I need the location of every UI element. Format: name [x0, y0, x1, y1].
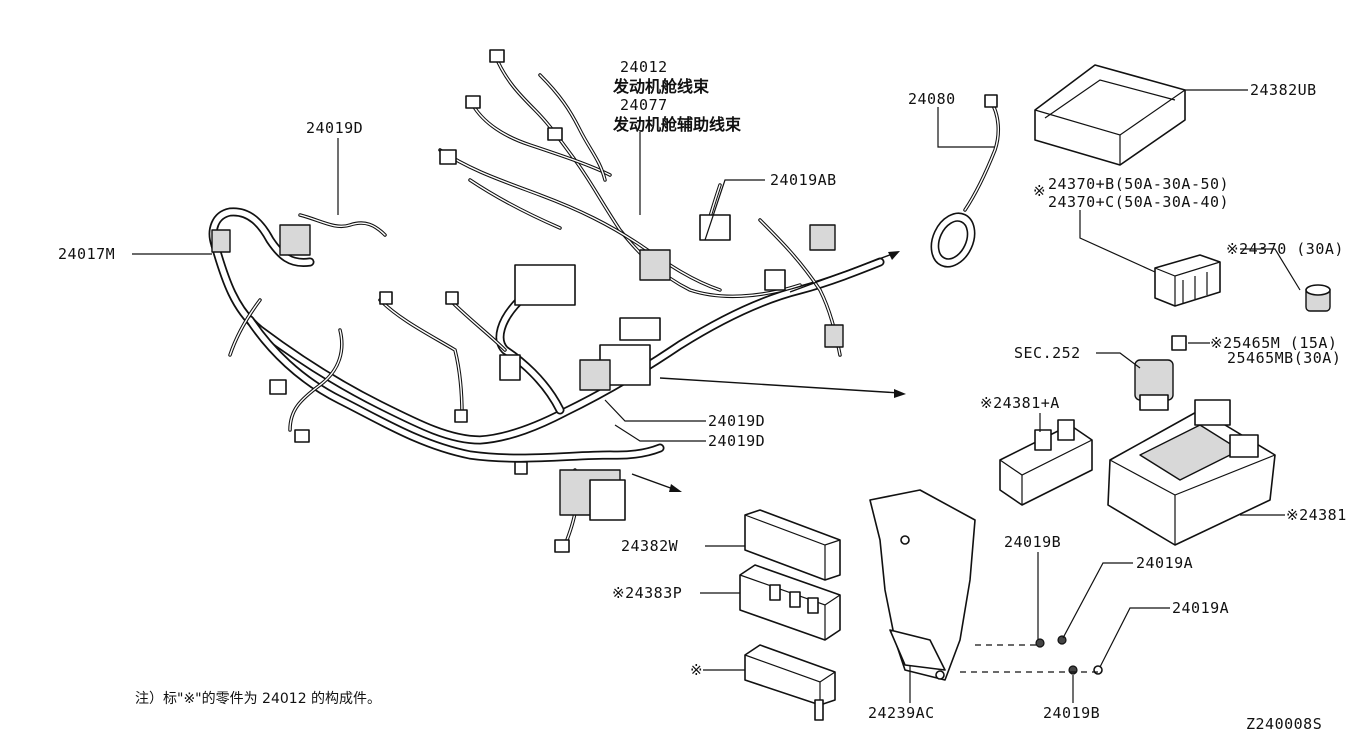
label-24019B-top: 24019B	[1004, 533, 1061, 551]
part-25465M-drawing	[1171, 335, 1187, 351]
label-24080: 24080	[908, 90, 956, 108]
label-star-holder: ※	[690, 661, 703, 679]
label-24019B-bottom: 24019B	[1043, 704, 1100, 722]
label-24381A: ※24381+A	[980, 394, 1060, 412]
relay-sec252-drawing	[1134, 359, 1174, 411]
label-24370B: 24370+B(50A-30A-50)	[1048, 175, 1229, 193]
label-24019A-2: 24019A	[1172, 599, 1229, 617]
label-24381: ※24381	[1286, 506, 1347, 524]
part-24382UB-drawing	[1034, 64, 1186, 166]
part-24381A-drawing	[999, 419, 1093, 506]
label-24382UB: 24382UB	[1250, 81, 1317, 99]
label-24382W: 24382W	[621, 537, 679, 555]
part-24370-drawing	[1305, 284, 1331, 312]
engine-room-harness-drawing	[208, 49, 885, 553]
part-24383P-drawing	[739, 564, 841, 641]
label-25465M: ※25465M (15A)	[1210, 334, 1337, 352]
label-24383P: ※24383P	[612, 584, 682, 602]
label-25465MB: 25465MB(30A)	[1227, 349, 1341, 367]
part-24239AC-drawing	[869, 489, 976, 681]
leader-lines	[132, 89, 1301, 703]
label-24019D-b: 24019D	[708, 432, 765, 450]
label-24012: 24012	[620, 58, 668, 76]
label-24077-cn: 发动机舱辅助线束	[612, 115, 742, 134]
label-24370: ※24370 (30A)	[1226, 240, 1344, 258]
part-24382W-drawing	[744, 509, 841, 581]
part-24370-BC-drawing	[1154, 254, 1221, 307]
part-24080-drawing	[930, 94, 1001, 268]
label-24370C: 24370+C(50A-30A-40)	[1048, 193, 1229, 211]
label-24239AC: 24239AC	[868, 704, 935, 722]
label-24012-cn: 发动机舱线束	[612, 77, 710, 96]
footnote: 注）标"※"的零件为 24012 的构成件。	[135, 691, 381, 707]
part-star-holder-drawing	[744, 644, 836, 721]
label-sec252: SEC.252	[1014, 344, 1081, 362]
label-star-24370: ※	[1033, 182, 1046, 200]
diagram-code: Z240008S	[1246, 715, 1322, 733]
part-24381-drawing	[1107, 399, 1276, 546]
label-24077: 24077	[620, 96, 668, 114]
clips-drawing	[1035, 635, 1103, 675]
label-24019A-1: 24019A	[1136, 554, 1193, 572]
label-24019AB: 24019AB	[770, 171, 837, 189]
label-24019D-top: 24019D	[306, 119, 363, 137]
label-24019D-a: 24019D	[708, 412, 765, 430]
direction-arrows	[631, 251, 906, 492]
label-24017M: 24017M	[58, 245, 115, 263]
